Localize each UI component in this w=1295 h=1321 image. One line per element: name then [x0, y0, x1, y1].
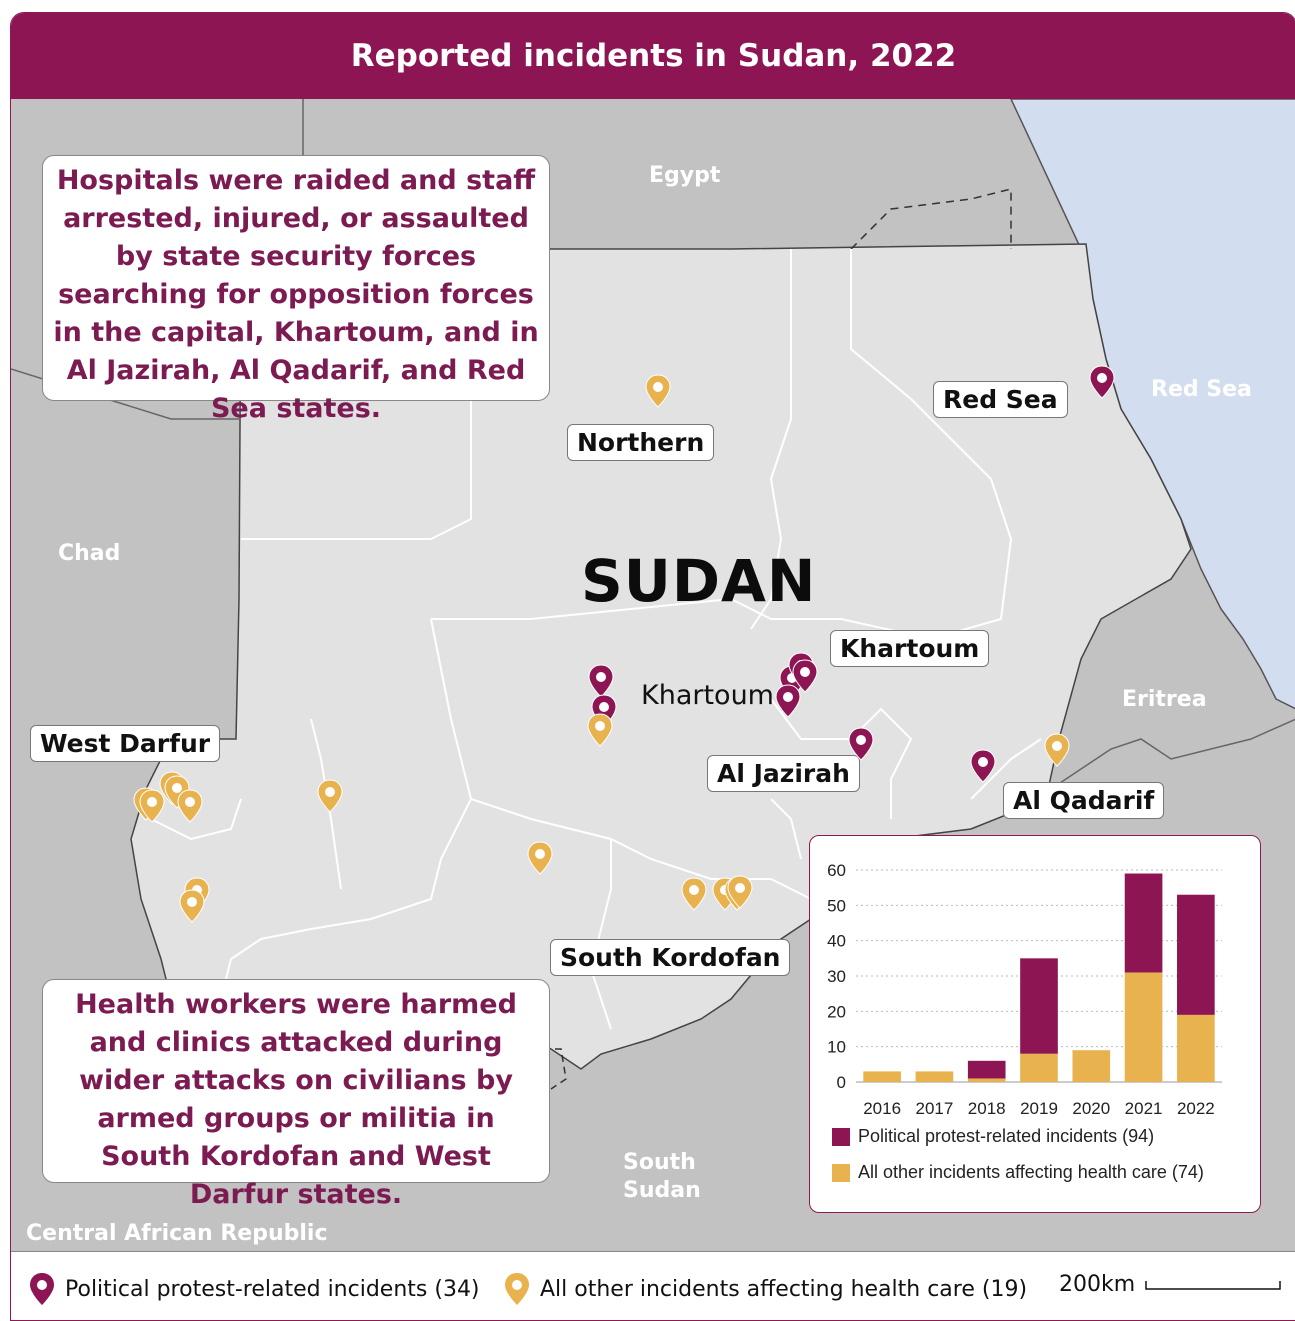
callout-state-security: Hospitals were raided and staff arrested… — [42, 155, 550, 424]
y-tick-label: 30 — [827, 967, 846, 986]
yellow-map-pin-icon — [587, 713, 613, 747]
yellow-map-pin-icon — [139, 789, 165, 823]
state-label-south-kordofan: South Kordofan — [550, 939, 791, 976]
scale-bar-label: 200km — [1059, 1272, 1136, 1297]
y-tick-label: 10 — [827, 1038, 846, 1057]
map-legend: Political protest-related incidents (34)… — [11, 1251, 1295, 1320]
bar-other-incidents — [1072, 1050, 1111, 1082]
bar-other-incidents — [915, 1071, 954, 1082]
scale-bar: 200km — [1059, 1272, 1283, 1297]
label-eritrea: Eritrea — [1122, 687, 1207, 712]
bar-protest-incidents — [1124, 873, 1163, 973]
chart-legend-other: All other incidents affecting health car… — [858, 1162, 1204, 1182]
map-area: Egypt Chad Eritrea South Sudan Central A… — [11, 99, 1295, 1251]
chart-legend-swatch-protest — [832, 1128, 850, 1146]
y-tick-label: 40 — [827, 932, 846, 951]
x-tick-label: 2020 — [1072, 1099, 1110, 1118]
state-label-red-sea: Red Sea — [933, 381, 1068, 418]
purple-map-pin-icon — [848, 727, 874, 761]
bar-other-incidents — [1020, 1053, 1058, 1082]
state-label-northern: Northern — [567, 424, 715, 461]
yellow-map-pin-icon — [727, 875, 753, 909]
yellow-map-pin-icon — [505, 1273, 529, 1305]
x-tick-label: 2018 — [968, 1099, 1006, 1118]
map-title: Reported incidents in Sudan, 2022 — [11, 13, 1295, 99]
bar-other-incidents — [863, 1071, 901, 1082]
legend-other-label: All other incidents affecting health car… — [540, 1276, 1028, 1302]
figure-frame: Reported incidents in Sudan, 2022 — [10, 12, 1295, 1321]
bar-other-incidents — [1177, 1014, 1215, 1082]
purple-map-pin-icon — [1089, 365, 1115, 399]
yellow-map-pin-icon — [179, 889, 205, 923]
state-label-al-jazirah: Al Jazirah — [707, 755, 860, 792]
halaib-dashed-border — [850, 188, 1012, 250]
callout-armed-groups: Health workers were harmed and clinics a… — [42, 979, 550, 1210]
x-tick-label: 2022 — [1177, 1099, 1215, 1118]
x-tick-label: 2019 — [1020, 1099, 1058, 1118]
bar-other-incidents — [1124, 972, 1163, 1082]
y-tick-label: 60 — [827, 861, 846, 880]
yellow-map-pin-icon — [317, 779, 343, 813]
legend-protest-label: Political protest-related incidents (34) — [65, 1276, 480, 1302]
label-chad: Chad — [58, 541, 121, 566]
incidents-by-year-chart: 0 10 20 30 40 50 60 2016 2017 2018 2019 2020 2021 202… — [827, 861, 1222, 1182]
inset-chart: 0 10 20 30 40 50 60 2016 2017 2018 2019 2020 2021 202… — [809, 835, 1261, 1213]
base-map — [11, 99, 1295, 1140]
capital-label-khartoum: Khartoum — [641, 680, 774, 711]
purple-map-pin-icon — [970, 749, 996, 783]
purple-map-pin-icon — [775, 684, 801, 718]
bar-other-incidents — [967, 1078, 1006, 1082]
bar-protest-incidents — [967, 1060, 1006, 1079]
bar-protest-incidents — [1020, 958, 1058, 1054]
x-tick-label: 2021 — [1125, 1099, 1163, 1118]
purple-map-pin-icon — [588, 664, 614, 698]
label-central-african-republic: Central African Republic — [26, 1221, 328, 1246]
legend-other: All other incidents affecting health car… — [504, 1272, 1027, 1306]
state-label-khartoum: Khartoum — [830, 630, 990, 667]
yellow-map-pin-icon — [681, 877, 707, 911]
x-tick-label: 2016 — [863, 1099, 901, 1118]
bar-protest-incidents — [1177, 894, 1215, 1015]
y-tick-label: 20 — [827, 1002, 846, 1021]
country-name-sudan: SUDAN — [581, 547, 817, 615]
yellow-map-pin-icon — [177, 789, 203, 823]
y-tick-label: 0 — [837, 1073, 846, 1092]
label-egypt: Egypt — [649, 163, 721, 188]
label-south-sudan: South Sudan — [623, 1150, 701, 1203]
label-red-sea-water: Red Sea — [1151, 377, 1252, 402]
legend-protest: Political protest-related incidents (34) — [29, 1272, 480, 1306]
yellow-map-pin-icon — [645, 374, 671, 408]
purple-map-pin-icon — [792, 659, 818, 693]
eritrea-border — [1050, 718, 1295, 790]
purple-map-pin-icon — [30, 1273, 54, 1305]
yellow-map-pin-icon — [1044, 733, 1070, 767]
state-label-west-darfur: West Darfur — [30, 725, 221, 762]
x-tick-label: 2017 — [916, 1099, 954, 1118]
scale-bar-line — [1145, 1280, 1281, 1290]
chart-legend-swatch-other — [832, 1164, 850, 1182]
chart-legend-protest: Political protest-related incidents (94) — [858, 1126, 1154, 1146]
state-label-al-qadarif: Al Qadarif — [1003, 782, 1165, 819]
y-tick-label: 50 — [827, 896, 846, 915]
yellow-map-pin-icon — [527, 841, 553, 875]
